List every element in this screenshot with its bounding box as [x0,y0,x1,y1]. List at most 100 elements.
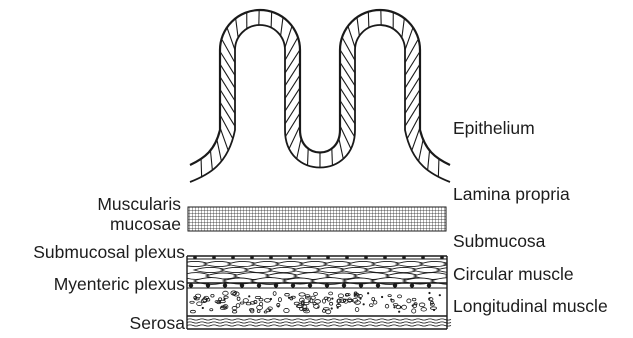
gut-wall-layers [180,256,480,329]
longitudinal-muscle-cell [338,294,343,298]
longitudinal-muscle-cell [372,297,375,300]
epithelial-cell-divider [405,39,418,63]
epithelial-cell-divider [405,77,420,101]
longitudinal-muscle-cell [224,296,228,298]
epithelial-cell-divider [217,140,222,162]
submucosal-plexus-node [345,256,349,260]
epithelial-cell-divider [220,102,235,126]
submucosal-plexus-node [421,256,425,260]
longitudinal-muscle-cell [211,294,214,297]
submucosal-plexus-node [402,256,406,260]
longitudinal-muscle-cell [388,295,391,297]
epithelial-cell-divider [438,159,439,177]
submucosal-plexus-node [307,256,311,260]
label-circular-muscle: Circular muscle [453,264,574,284]
label-serosa: Serosa [80,313,185,333]
epithelial-cell-divider [285,100,300,124]
longitudinal-muscle-cell [285,293,290,296]
epithelial-cell-divider [405,27,413,50]
longitudinal-muscle-cell [195,294,200,298]
longitudinal-muscle-cell [232,310,236,313]
longitudinal-muscle-cell [232,306,237,309]
serosa-fiber [187,319,451,320]
longitudinal-muscle-cell [385,304,389,308]
label-myenteric-plexus: Myenteric plexus [20,274,185,294]
longitudinal-muscle-cell [240,302,244,304]
submucosal-plexus-node [231,256,235,260]
myenteric-plexus-node [376,283,380,287]
submucosal-plexus-node [288,256,292,260]
epithelial-cell-divider [271,12,272,28]
longitudinal-muscle-nucleus [270,298,272,300]
longitudinal-muscle-cell [369,304,373,307]
myenteric-plexus-node [274,283,278,287]
longitudinal-muscle-nucleus [269,309,271,311]
epithelial-cell-divider [220,127,228,150]
longitudinal-muscle-cell [237,297,240,300]
longitudinal-muscle-cell [243,299,248,303]
epithelial-cell-divider [285,113,300,137]
epithelial-cell-divider [220,51,235,75]
myenteric-plexus-node [308,283,312,287]
longitudinal-muscle-nucleus [390,298,392,300]
longitudinal-muscle-cell [311,296,315,299]
myenteric-plexus-node [291,283,295,287]
myenteric-plexus-node [359,283,363,287]
longitudinal-muscle-layer [190,291,441,314]
longitudinal-muscle-cell [393,304,398,306]
longitudinal-muscle-nucleus [359,298,361,300]
epithelial-cell-divider [368,12,369,28]
longitudinal-muscle-cell [398,295,402,298]
label-submucosal-plexus: Submucosal plexus [2,242,185,262]
serosa-fiber [187,325,451,326]
epithelial-cell-divider [285,50,300,73]
submucosal-plexus-node [326,256,330,260]
longitudinal-muscle-cell [273,292,276,296]
myenteric-plexus-node [223,283,227,287]
longitudinal-muscle-nucleus [317,306,319,308]
longitudinal-muscle-nucleus [331,298,333,300]
label-longitudinal-muscle: Longitudinal muscle [453,296,608,316]
epithelial-cell-divider [340,50,355,73]
submucosal-plexus-node [250,256,254,260]
label-epithelium: Epithelium [453,118,535,138]
epithelial-cell-divider [285,75,300,98]
longitudinal-muscle-cell [305,296,311,299]
longitudinal-muscle-cell [329,292,333,295]
longitudinal-muscle-cell [257,310,260,313]
epithelial-cell-divider [285,88,300,112]
longitudinal-muscle-nucleus [202,307,204,309]
longitudinal-muscle-cell [264,299,270,303]
myenteric-plexus-node [393,283,397,287]
longitudinal-muscle-cell [299,293,305,296]
longitudinal-muscle-cell [315,300,321,304]
longitudinal-muscle-nucleus [367,292,369,294]
longitudinal-muscle-cell [259,299,263,301]
epithelial-cell-divider [289,126,300,149]
longitudinal-muscle-nucleus [277,305,279,307]
circular-muscle-layer [180,261,480,284]
longitudinal-muscle-nucleus [393,306,395,308]
epithelial-cell-divider [405,64,420,88]
longitudinal-muscle-cell [407,299,411,303]
myenteric-plexus-node [427,283,431,287]
longitudinal-muscle-nucleus [288,297,290,299]
longitudinal-muscle-nucleus [428,292,430,294]
longitudinal-muscle-nucleus [400,306,402,308]
label-muscularis-line2: mucosae [80,214,181,234]
longitudinal-muscle-cell [336,304,341,306]
longitudinal-muscle-cell [355,308,359,312]
epithelial-cell-divider [340,113,355,137]
label-lamina-propria: Lamina propria [453,184,570,204]
longitudinal-muscle-cell [190,310,195,313]
submucosal-plexus-node [383,256,387,260]
epithelial-cell-divider [428,150,430,170]
myenteric-plexus-node [240,283,244,287]
submucosal-plexus-node [364,256,368,260]
epithelial-cell-divider [220,89,235,113]
epithelial-cell-divider [402,18,405,38]
muscularis-mucosae-band [188,207,446,231]
longitudinal-muscle-nucleus [428,298,430,300]
serosa-fiber [187,322,451,323]
epithelial-cell-divider [222,39,235,63]
